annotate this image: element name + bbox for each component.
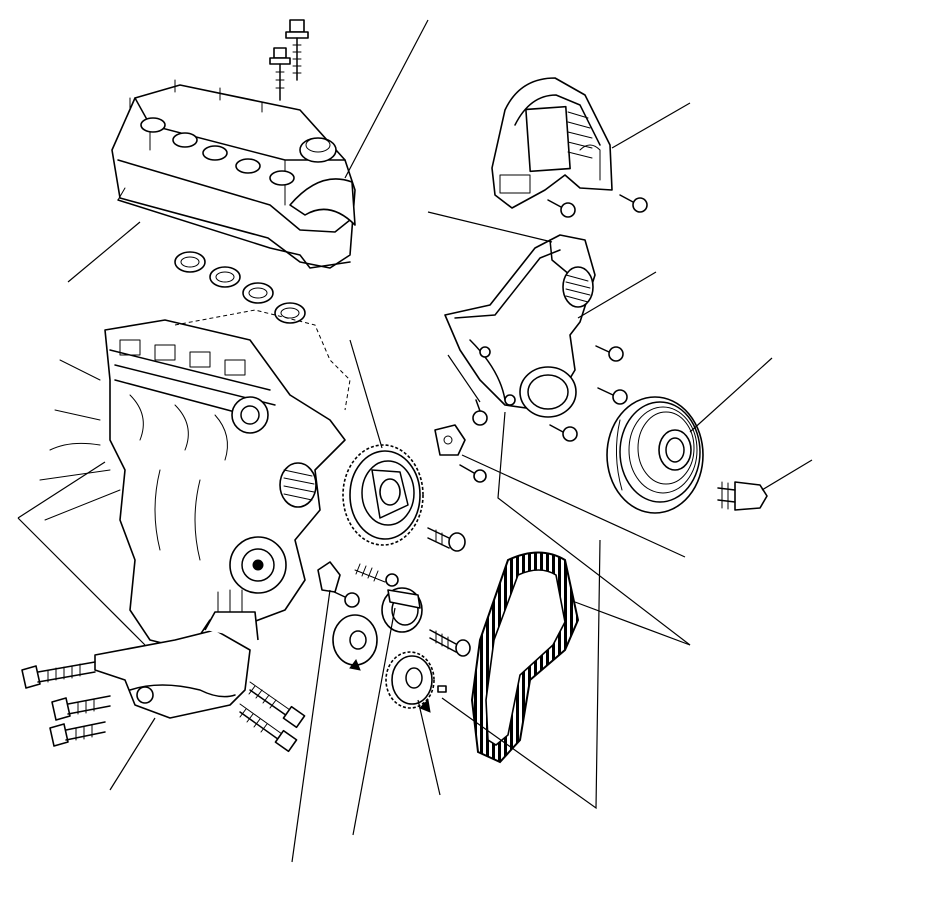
mount-bolt-1	[21, 661, 96, 689]
middle-cover-bolt-2	[597, 387, 628, 405]
mount-bolt-2	[51, 695, 111, 721]
camshaft-pulley	[342, 444, 424, 546]
crankshaft-pulley-bolt	[717, 481, 768, 511]
tensioner-spring	[354, 563, 399, 587]
middle-cover-bolt-1	[595, 345, 624, 362]
sensor-bolt	[459, 464, 487, 483]
cylinder-head-cover	[111, 79, 356, 269]
crankshaft-timing-pulley	[385, 651, 447, 713]
middle-cover-bolt-3	[549, 424, 578, 442]
camshaft-pulley-bolt	[427, 527, 466, 552]
callout-leaders	[17, 19, 813, 863]
mount-bolt-3	[49, 721, 106, 747]
crankshaft-oil-seal	[519, 366, 577, 418]
mount-stud-1	[248, 681, 306, 729]
middle-cover-bolt-4	[472, 399, 488, 426]
head-cover-bolt-1	[285, 19, 309, 81]
upper-timing-belt-cover	[491, 77, 613, 209]
belt-guide-washer	[332, 614, 378, 671]
tensioner-bracket	[317, 561, 341, 593]
head-cover-bolt-2	[269, 47, 291, 101]
timing-belt	[470, 551, 580, 764]
crankshaft-pulley	[606, 396, 704, 514]
mount-stud-2	[239, 703, 298, 753]
upper-cover-bolt-1	[547, 199, 576, 218]
upper-cover-bolt-2	[619, 194, 648, 213]
middle-timing-belt-cover	[444, 234, 596, 411]
sensor-bracket	[434, 424, 466, 456]
tensioner-adjust-bolt	[429, 629, 471, 657]
spark-plug-seals	[174, 251, 306, 324]
engine-head-and-block	[39, 309, 351, 651]
engine-mount-bracket	[94, 589, 259, 719]
tensioner-pulley	[381, 587, 423, 633]
